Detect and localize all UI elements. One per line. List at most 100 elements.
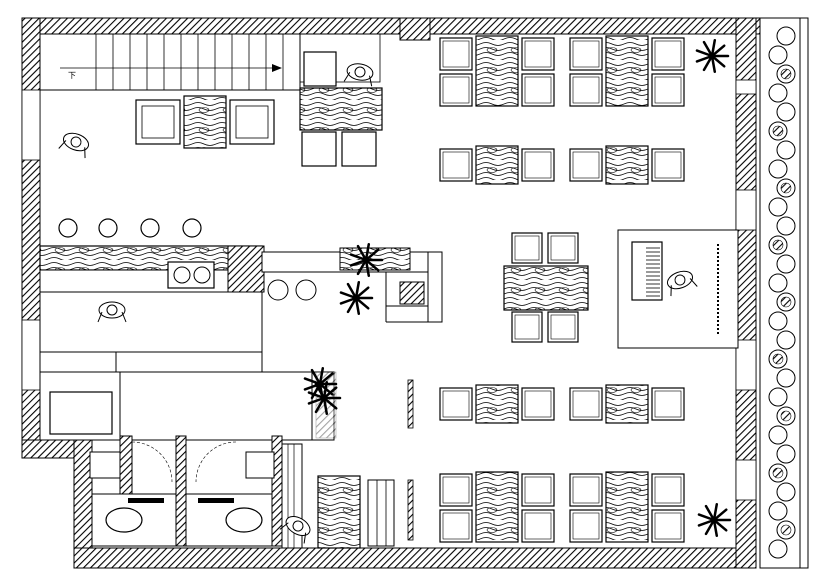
shrub-icon [768,159,788,179]
dining-tables [439,35,685,543]
table-top [605,471,649,543]
table-top [475,471,519,543]
round-table [295,279,317,301]
person-icon [97,301,127,323]
chair [569,509,603,543]
shrub-icon [768,273,788,293]
bar-stool-icon [58,218,78,238]
shrub-icon [768,387,788,407]
chair [439,148,473,182]
table-top [605,35,649,107]
shrub-icon [768,197,788,217]
chair [521,37,555,71]
round-table [267,279,289,301]
shrub-icon [776,216,796,236]
chair [511,311,543,343]
chair [511,232,543,264]
bar-stool-icon [182,218,202,238]
chair [569,387,603,421]
plant-icon [695,38,730,74]
table-top [475,384,519,424]
table-set-2 [569,384,685,424]
chair [439,73,473,107]
shrub-icon [776,292,796,312]
table-top [605,145,649,185]
chair [569,148,603,182]
stair-direction-label: 下 [68,71,76,80]
terrace-planter [759,17,809,569]
chair [651,148,685,182]
table-set-2 [439,145,555,185]
chair [521,473,555,507]
chair [439,387,473,421]
cashier-desk [299,33,383,167]
chair [521,73,555,107]
table-top [475,145,519,185]
chair [569,473,603,507]
chair [651,387,685,421]
chair [439,509,473,543]
lounge-seating [135,95,275,149]
chair [439,473,473,507]
shrub-icon [768,235,788,255]
chair [521,148,555,182]
shrub-icon [768,121,788,141]
shrub-icon [776,330,796,350]
chair [547,232,579,264]
chair [569,37,603,71]
table-set-4 [569,471,685,543]
bar-counter [39,218,443,373]
shrub-icon [768,349,788,369]
chair [651,37,685,71]
plant-icon [697,502,732,538]
bar-stool-icon [98,218,118,238]
table-set-4 [569,35,685,107]
shrub-icon [776,444,796,464]
chair [651,473,685,507]
shrub-icon [768,311,788,331]
person-icon [666,270,698,297]
shrub-icon [776,26,796,46]
shrub-icon [768,425,788,445]
shrub-icon [776,102,796,122]
table-set-4 [439,471,555,543]
shrub-icon [776,178,796,198]
service-rooms [39,371,414,549]
person-icon [58,132,90,159]
staircase: 下 [39,33,301,91]
table-set-4 [439,35,555,107]
shrub-icon [768,501,788,521]
shrub-icon [776,368,796,388]
shrub-icon [768,45,788,65]
table-top [475,35,519,107]
plant-icon [349,242,384,278]
shrub-icon [776,64,796,84]
chair [569,73,603,107]
bar-stool-icon [140,218,160,238]
people-and-plants [58,38,732,544]
table-set-2 [439,384,555,424]
chair [651,509,685,543]
shrub-icon [768,83,788,103]
person-icon [343,63,374,87]
chair [521,387,555,421]
shrub-icon [776,140,796,160]
shrub-icon [776,520,796,540]
shrub-icon [776,482,796,502]
person-icon [279,516,311,544]
plant-icon [307,380,342,416]
chair [651,73,685,107]
table-set-2 [569,145,685,185]
shrub-icon [776,406,796,426]
shrub-icon [768,539,788,559]
table-top [605,384,649,424]
chair [521,509,555,543]
shrub-icon [776,254,796,274]
table-set-center [503,232,589,343]
table-top [503,265,589,311]
chair [439,37,473,71]
plant-icon [339,280,374,316]
chair [547,311,579,343]
shrub-icon [768,463,788,483]
